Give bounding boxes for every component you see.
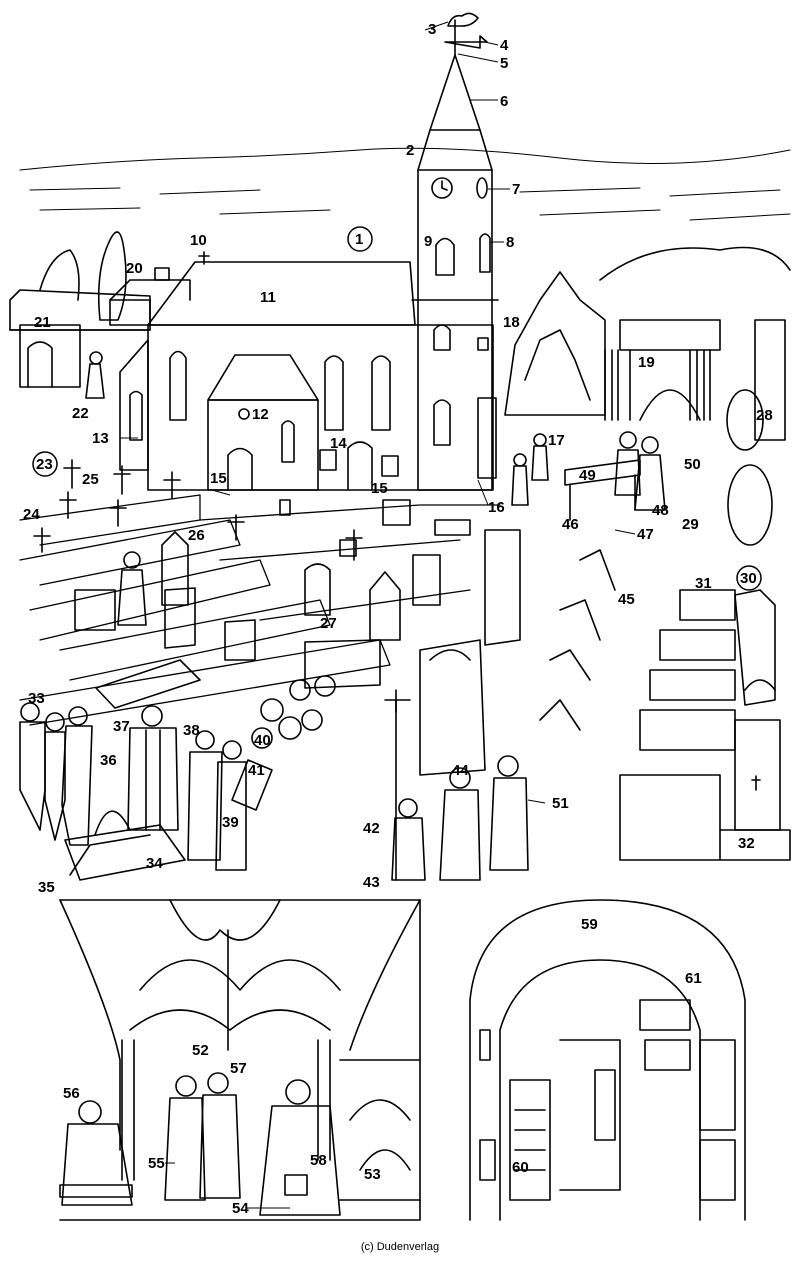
numbered-labels: 1 2 3 4 5 6 7 8 9 10 11 12 13 14 15 15 1… (23, 21, 773, 1217)
background-hills (19, 147, 791, 221)
label-45: 45 (618, 591, 635, 608)
label-15a: 15 (210, 470, 227, 487)
label-28: 28 (756, 407, 773, 424)
label-8: 8 (506, 234, 514, 251)
label-29: 29 (682, 516, 699, 533)
label-26: 26 (188, 527, 205, 544)
grotto (504, 271, 606, 416)
label-13: 13 (92, 430, 109, 447)
church-tower (411, 19, 499, 491)
mortuary-house (109, 267, 191, 326)
label-1: 1 (355, 231, 363, 248)
poplar-tree (39, 231, 127, 321)
label-3: 3 (428, 21, 436, 38)
label-51: 51 (552, 795, 569, 812)
label-34: 34 (146, 855, 163, 872)
gravediggers (187, 730, 273, 871)
label-33: 33 (28, 690, 45, 707)
church-apse (207, 354, 319, 491)
label-41: 41 (248, 762, 265, 779)
churchyard-visitors (85, 351, 549, 506)
wreaths (251, 675, 336, 749)
label-61: 61 (685, 970, 702, 987)
label-37: 37 (113, 718, 130, 735)
label-15b: 15 (371, 480, 388, 497)
label-16: 16 (488, 499, 505, 516)
label-18: 18 (503, 314, 520, 331)
label-21: 21 (34, 314, 51, 331)
label-10: 10 (190, 232, 207, 249)
label-38: 38 (183, 722, 200, 739)
label-4: 4 (500, 37, 509, 54)
label-54: 54 (232, 1200, 249, 1217)
canopy-and-nuns (564, 431, 666, 521)
label-11: 11 (260, 289, 276, 306)
priest (127, 705, 179, 831)
label-58: 58 (310, 1152, 327, 1169)
label-42: 42 (363, 820, 380, 837)
label-14: 14 (330, 435, 347, 452)
right-grave-field (619, 589, 791, 861)
label-7: 7 (512, 181, 520, 198)
label-32: 32 (738, 835, 755, 852)
leader-lines (120, 21, 655, 1209)
label-5: 5 (500, 55, 508, 72)
procession (384, 529, 616, 881)
label-48: 48 (652, 502, 669, 519)
grave-rows (19, 494, 501, 726)
church-doors-and-plaques (319, 441, 399, 491)
monks (59, 1072, 341, 1216)
label-50: 50 (684, 456, 701, 473)
hedge-trees (599, 246, 791, 546)
label-59: 59 (581, 916, 598, 933)
label-49: 49 (579, 467, 596, 484)
label-31: 31 (695, 575, 712, 592)
label-30: 30 (740, 570, 757, 587)
label-25: 25 (82, 471, 99, 488)
label-9: 9 (424, 233, 432, 250)
label-35: 35 (38, 879, 55, 896)
woman-at-grave (117, 551, 147, 626)
headstones (74, 499, 471, 709)
mourners (19, 702, 93, 846)
label-22: 22 (72, 405, 89, 422)
churchyard-wall (9, 289, 151, 388)
crypt-cloister (59, 899, 421, 1221)
label-12: 12 (252, 406, 269, 423)
label-44: 44 (452, 762, 469, 779)
label-2: 2 (406, 142, 414, 159)
catacomb (469, 899, 746, 1221)
label-36: 36 (100, 752, 117, 769)
label-53: 53 (364, 1166, 381, 1183)
label-52: 52 (192, 1042, 209, 1059)
label-23: 23 (36, 456, 53, 473)
label-56: 56 (63, 1085, 80, 1102)
grave-crosses (33, 459, 363, 561)
label-17: 17 (548, 432, 565, 449)
label-24: 24 (23, 506, 40, 523)
label-40: 40 (254, 732, 271, 749)
label-20: 20 (126, 260, 143, 277)
copyright-notice: (c) Dudenverlag (360, 1241, 440, 1253)
label-circles (32, 226, 762, 591)
label-27: 27 (320, 615, 337, 632)
label-60: 60 (512, 1159, 529, 1176)
label-55: 55 (148, 1155, 165, 1172)
churchyard-gate (604, 319, 721, 421)
label-19: 19 (638, 354, 655, 371)
label-43: 43 (363, 874, 380, 891)
label-39: 39 (222, 814, 239, 831)
label-6: 6 (500, 93, 508, 110)
label-57: 57 (230, 1060, 247, 1077)
label-46: 46 (562, 516, 579, 533)
weathercock (444, 12, 488, 49)
label-47: 47 (637, 526, 654, 543)
church-nave (119, 251, 494, 491)
